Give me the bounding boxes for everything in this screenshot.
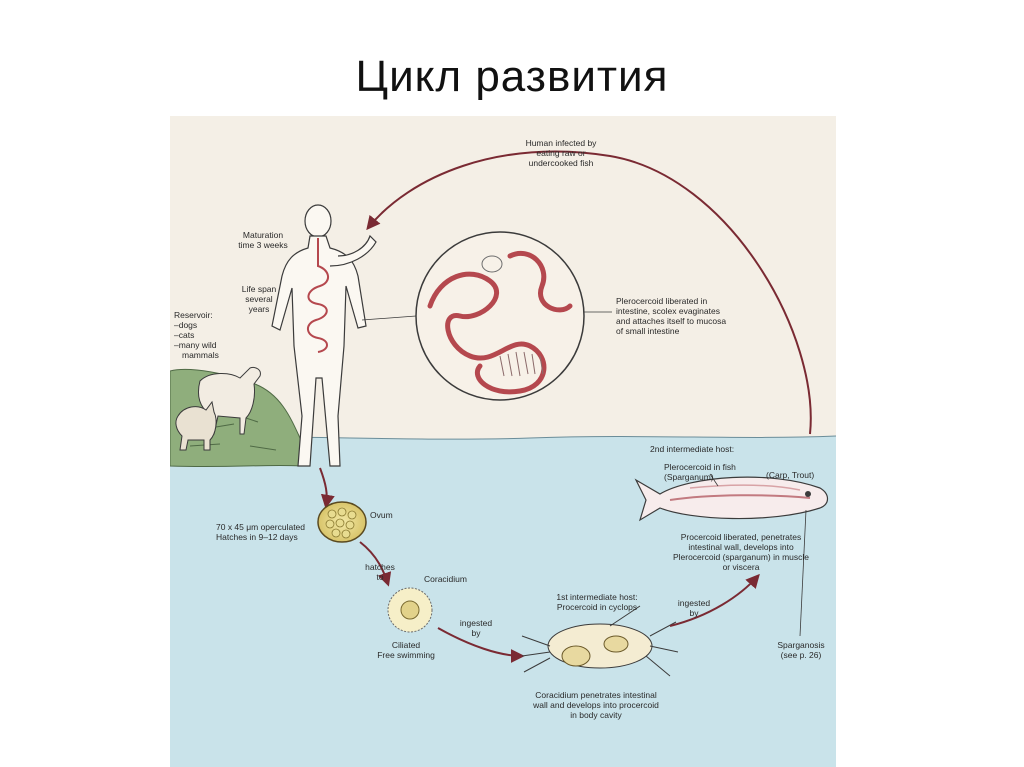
label-hatches-to: hatches to: [360, 562, 400, 582]
label-line: Ciliated: [391, 640, 421, 650]
label-line: or viscera: [722, 562, 760, 572]
label-line: Plerocercoid in fish: [664, 462, 736, 472]
label-line: –many wild: [174, 340, 217, 350]
label-line: Coracidium penetrates intestinal: [535, 690, 657, 700]
label-line: Plerocercoid (sparganum) in muscle: [672, 552, 810, 562]
label-line: Hatches in 9–12 days: [216, 532, 298, 542]
label-line: of small intestine: [616, 326, 680, 336]
label-ovum-size: 70 x 45 μm operculated Hatches in 9–12 d…: [216, 522, 326, 542]
diagram-artwork: [170, 116, 836, 767]
label-line: Maturation: [242, 230, 284, 240]
label-life-span: Life span several years: [232, 284, 286, 314]
label-human-infected: Human infected by eating raw or undercoo…: [506, 138, 616, 168]
label-ovum: Ovum: [370, 510, 393, 520]
ovum-cells: [325, 507, 357, 539]
label-ingested-by-1: ingested by: [454, 618, 498, 638]
label-line: intestine, scolex evaginates: [616, 306, 720, 316]
sparganosis-pointer: [799, 509, 807, 637]
label-line: mammals: [182, 350, 219, 360]
label-line: Free swimming: [377, 650, 435, 660]
cat-figure: [175, 400, 217, 451]
label-line: Procercoid in cyclops: [556, 602, 638, 612]
slide-title: Цикл развития: [355, 52, 669, 101]
intestine-villi: [499, 351, 544, 377]
label-line: time 3 weeks: [238, 240, 288, 250]
label-line: –cats: [174, 330, 195, 340]
arrow-human-to-ovum: [319, 467, 335, 509]
label-line: Sparganosis: [777, 640, 825, 650]
label-line: –dogs: [174, 320, 198, 330]
label-line: ingested: [459, 618, 493, 628]
label-line: Life span: [241, 284, 277, 294]
fish-label-pointer: [709, 473, 719, 487]
label-line: Plerocercoid liberated in: [616, 296, 708, 306]
label-second-host: 2nd intermediate host:: [650, 444, 735, 454]
label-line: several: [245, 294, 273, 304]
label-line: Reservoir:: [174, 310, 213, 320]
label-procercoid-liberated: Procercoid liberated, penetrates intesti…: [656, 532, 826, 572]
arrow-coracidium-to-cyclops: [437, 627, 525, 663]
label-line: 70 x 45 μm operculated: [216, 522, 306, 532]
label-line: to: [376, 572, 384, 582]
label-coracidium-penetrates: Coracidium penetrates intestinal wall an…: [516, 690, 676, 720]
fish-organism: [634, 476, 829, 522]
label-reservoir: Reservoir: –dogs –cats –many wild mammal…: [174, 310, 244, 360]
human-digestive-tract: [307, 238, 329, 353]
intestine-loops: [427, 250, 573, 395]
label-ciliated: Ciliated Free swimming: [366, 640, 446, 660]
arrow-ovum-to-coracidium: [359, 541, 392, 587]
label-line: (Sparganum): [664, 472, 714, 482]
label-line: (see p. 26): [780, 650, 822, 660]
label-line: 1st intermediate host:: [556, 592, 638, 602]
coracidium-core: [400, 600, 420, 620]
arrow-fish-to-human: [366, 150, 812, 435]
label-line: Procercoid liberated, penetrates: [680, 532, 802, 542]
circle-pointer-to-human: [361, 315, 417, 321]
label-line: hatches: [365, 562, 395, 572]
label-line: wall and develops into procercoid: [533, 700, 659, 710]
label-line: years: [248, 304, 270, 314]
label-line: eating raw or: [536, 148, 586, 158]
label-carp-trout: (Carp, Trout): [766, 470, 815, 480]
label-sparganosis: Sparganosis (see p. 26): [766, 640, 836, 660]
human-raised-arm: [329, 234, 377, 267]
label-line: and attaches itself to mucosa: [616, 316, 727, 326]
label-plerocercoid-fish: Plerocercoid in fish (Sparganum): [664, 462, 764, 482]
label-line: by: [689, 608, 699, 618]
label-maturation: Maturation time 3 weeks: [228, 230, 298, 250]
arrow-cyclops-to-fish: [669, 573, 760, 627]
intestine-magnified-circle: [415, 231, 585, 401]
label-line: in body cavity: [570, 710, 622, 720]
label-line: ingested: [677, 598, 711, 608]
label-coracidium: Coracidium: [424, 574, 467, 584]
label-line: intestinal wall, develops into: [688, 542, 794, 552]
life-cycle-diagram: Human infected by eating raw or undercoo…: [170, 116, 836, 767]
tapeworm-scolex: [481, 255, 503, 273]
label-line: by: [471, 628, 481, 638]
label-first-host: 1st intermediate host: Procercoid in cyc…: [542, 592, 652, 612]
label-ingested-by-2: ingested by: [672, 598, 716, 618]
cyclops-organism: [521, 605, 679, 677]
label-plerocercoid-liberated: Plerocercoid liberated in intestine, sco…: [616, 296, 766, 336]
label-line: Human infected by: [525, 138, 597, 148]
label-line: undercooked fish: [528, 158, 594, 168]
